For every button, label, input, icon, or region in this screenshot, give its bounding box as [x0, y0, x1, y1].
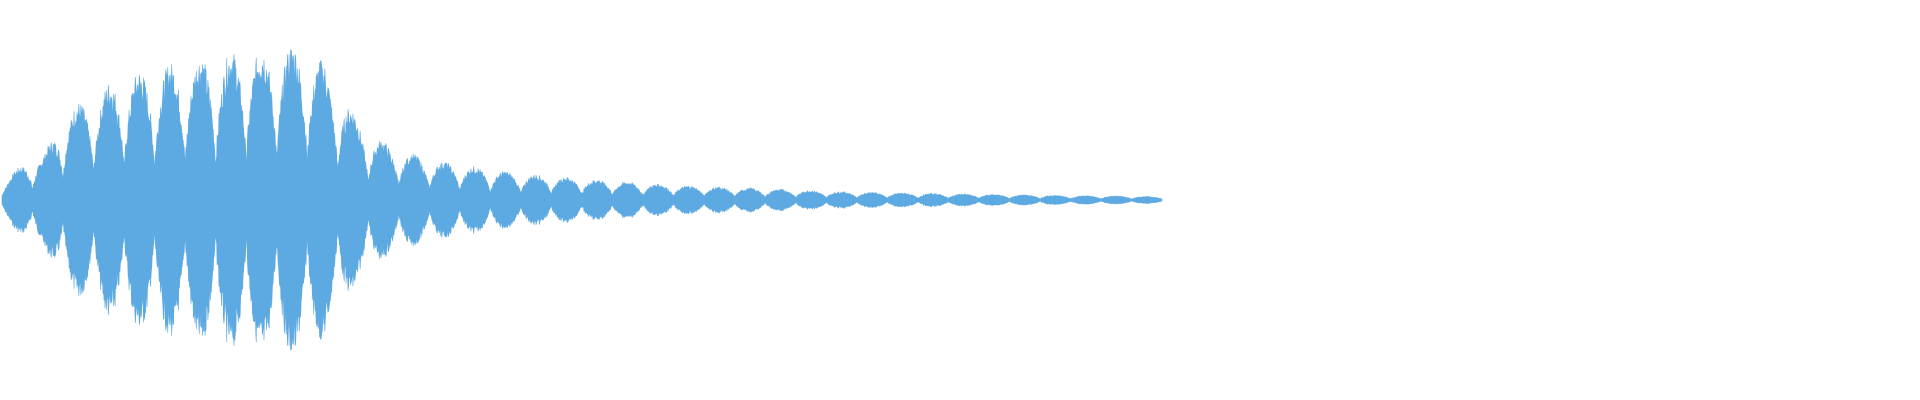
waveform-canvas-area	[1, 49, 1163, 351]
audio-waveform	[1, 49, 1163, 351]
